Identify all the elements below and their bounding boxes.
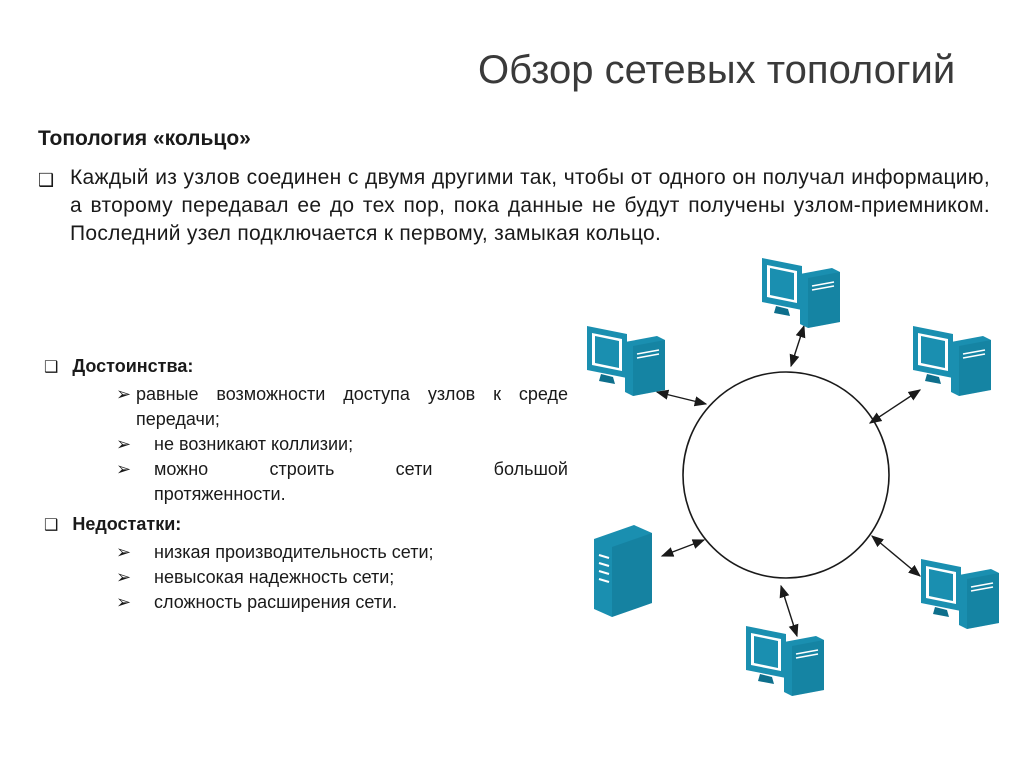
section-subtitle: Топология «кольцо» (38, 127, 251, 150)
advantages-list: ➢ равные возможности доступа узлов к сре… (116, 382, 568, 507)
checkbox-bullet-icon: ❑ (38, 170, 55, 190)
disadvantages-heading: ❑ Недостатки: (44, 514, 181, 535)
bidirectional-link-arrow (779, 584, 799, 638)
list-item: ➢ равные возможности доступа узлов к сре… (116, 382, 568, 432)
computer-node (587, 326, 665, 396)
list-item-text: низкая производительность сети; (154, 542, 434, 562)
ring-topology-diagram (587, 258, 999, 696)
ring-circle (682, 371, 890, 579)
checkbox-bullet-icon: ❑ (44, 517, 59, 534)
server-tower-icon (594, 525, 652, 617)
arrow-bullet-icon: ➢ (116, 459, 132, 479)
list-item-text: равные возможности доступа узлов к среде… (136, 384, 568, 429)
advantages-heading: ❑ Достоинства: (44, 356, 193, 377)
bidirectional-link-arrow (871, 535, 921, 577)
bidirectional-link-arrow (789, 324, 806, 368)
list-item: ➢ сложность расширения сети. (116, 590, 568, 615)
computer-node (746, 626, 824, 696)
disadvantages-heading-text: Недостатки: (72, 514, 182, 534)
advantages-heading-text: Достоинства: (72, 356, 194, 376)
intro-text: Каждый из узлов соединен с двумя другими… (70, 166, 990, 245)
list-item-text: невысокая надежность сети; (154, 567, 395, 587)
arrow-bullet-icon: ➢ (116, 592, 132, 612)
list-item: ➢ невысокая надежность сети; (116, 565, 568, 590)
server-node (594, 525, 652, 617)
bidirectional-link-arrow (868, 389, 922, 424)
arrow-bullet-icon: ➢ (116, 542, 132, 562)
arrow-bullet-icon: ➢ (116, 434, 132, 454)
list-item: ➢ не возникают коллизии; (116, 432, 568, 457)
intro-paragraph: ❑ Каждый из узлов соединен с двумя други… (38, 164, 990, 248)
bidirectional-link-arrow (655, 389, 708, 407)
list-item: ➢ низкая производительность сети; (116, 540, 568, 565)
disadvantages-list: ➢ низкая производительность сети; ➢ невы… (116, 540, 568, 615)
arrow-bullet-icon: ➢ (116, 384, 132, 404)
computer-node (762, 258, 840, 328)
checkbox-bullet-icon: ❑ (44, 359, 59, 376)
bidirectional-link-arrow (660, 539, 706, 557)
computer-node (921, 559, 999, 629)
list-item-text: сложность расширения сети. (154, 592, 398, 612)
list-item: ➢ можно строить сети большой протяженнос… (116, 457, 568, 507)
list-item-text: не возникают коллизии; (154, 434, 354, 454)
list-item-text: можно строить сети большой протяженности… (154, 459, 568, 504)
arrow-bullet-icon: ➢ (116, 567, 132, 587)
computer-node (913, 326, 991, 396)
page-title: Обзор сетевых топологий (478, 48, 956, 92)
